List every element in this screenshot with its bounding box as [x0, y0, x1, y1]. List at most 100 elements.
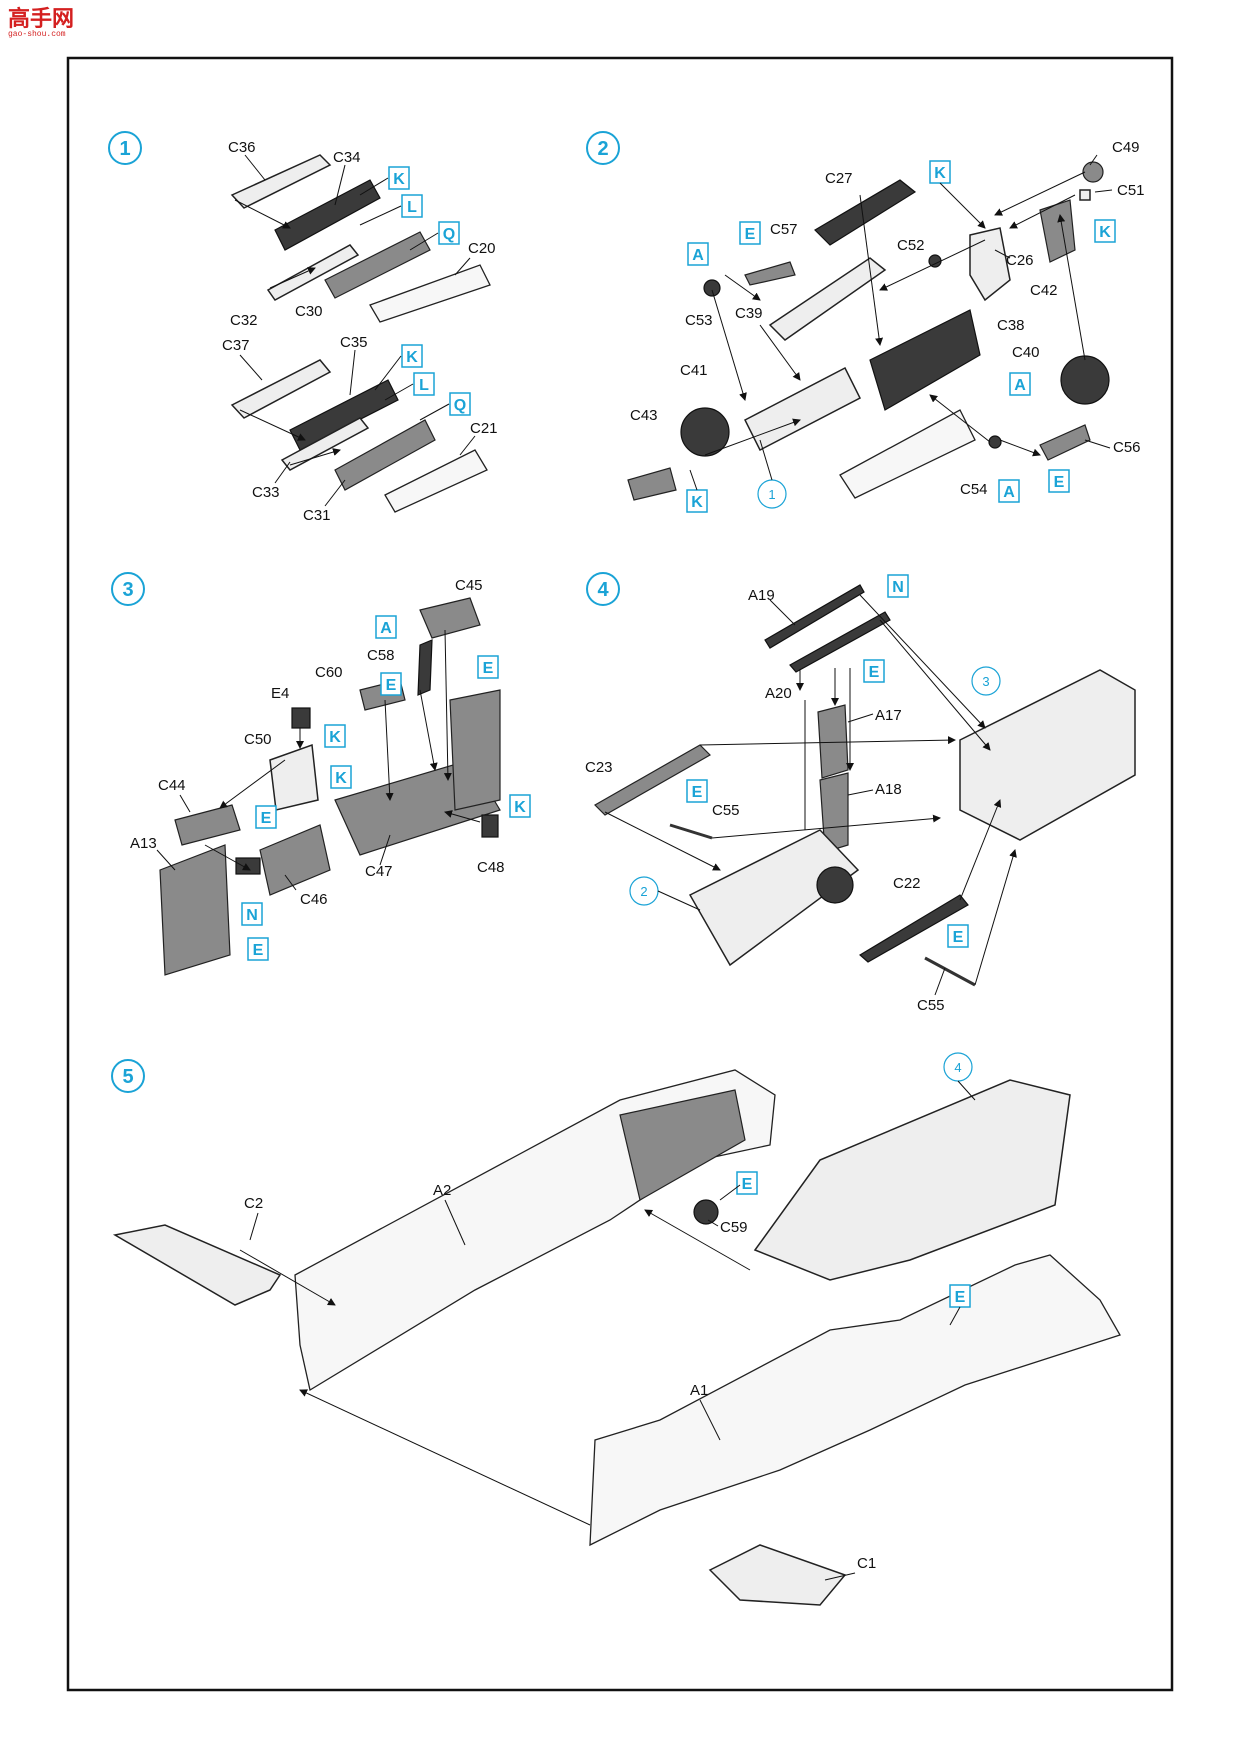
label-c27: C27 — [825, 170, 853, 187]
site-logo: 高手网 gao-shou.com — [8, 6, 74, 39]
part-cockpit-assembly — [959, 669, 1136, 841]
label-c40: C40 — [1012, 344, 1040, 361]
part-c44 — [174, 804, 241, 846]
part-c50 — [269, 743, 319, 811]
part-c41 — [680, 407, 730, 457]
label-a20: A20 — [765, 685, 792, 702]
step-2: 2 C27 C49 C51 C57 C52 C26 C42 C53 C39 C3… — [586, 131, 1145, 513]
color-code-e: E — [261, 810, 272, 827]
label-c48: C48 — [477, 859, 505, 876]
part-c38 — [869, 309, 981, 411]
color-code-k: K — [329, 729, 341, 746]
label-c60: C60 — [315, 664, 343, 681]
part-engine-block — [743, 366, 862, 452]
part-engine-sub — [839, 409, 976, 499]
label-a17: A17 — [875, 707, 902, 724]
label-c39: C39 — [735, 305, 763, 322]
label-c41: C41 — [680, 362, 708, 379]
step-5-badge — [111, 1059, 145, 1093]
part-c55-b — [924, 956, 976, 987]
part-c55-a — [669, 823, 713, 840]
part-c21 — [384, 449, 488, 513]
color-code-e: E — [692, 784, 703, 801]
color-code-k: K — [934, 165, 946, 182]
part-c39 — [768, 257, 887, 341]
sub-assembly-ref-number: 2 — [640, 884, 647, 899]
part-c51 — [1079, 189, 1091, 201]
color-code-k: K — [691, 494, 703, 511]
label-c49: C49 — [1112, 139, 1140, 156]
svg-text:gao-shou.com: gao-shou.com — [8, 30, 66, 39]
part-c42 — [1039, 199, 1076, 263]
label-c45: C45 — [455, 577, 483, 594]
color-code-e: E — [955, 1289, 966, 1306]
step-2-number: 2 — [597, 138, 608, 160]
label-c51: C51 — [1117, 182, 1145, 199]
label-c37: C37 — [222, 337, 250, 354]
color-code-e: E — [869, 664, 880, 681]
label-c46: C46 — [300, 891, 328, 908]
part-c48 — [481, 814, 499, 838]
step-5-leaders — [239, 1080, 976, 1581]
sub-assembly-ref-number: 1 — [768, 487, 775, 502]
part-c36 — [230, 154, 332, 209]
label-c22: C22 — [893, 875, 921, 892]
part-c57 — [744, 261, 796, 286]
label-c20: C20 — [468, 240, 496, 257]
label-c44: C44 — [158, 777, 186, 794]
color-code-e: E — [483, 660, 494, 677]
step-5-color-codes: E E — [736, 1171, 971, 1308]
label-c50: C50 — [244, 731, 272, 748]
step-4-labels: A19 A20 A17 A18 C23 C55 C22 C55 — [585, 587, 945, 1014]
svg-text:高手网: 高手网 — [8, 6, 74, 32]
sub-assembly-ref — [971, 666, 1001, 696]
step-4-number: 4 — [597, 579, 609, 601]
step-2-badge — [586, 131, 620, 165]
step-4: 4 A19 A20 A17 A18 C23 C55 C22 C55 N E E — [585, 572, 1136, 1014]
part-c35 — [289, 379, 399, 451]
step-5-number: 5 — [122, 1066, 133, 1088]
step-2-labels: C27 C49 C51 C57 C52 C26 C42 C53 C39 C38 … — [630, 139, 1145, 498]
step-3-leaders — [156, 629, 481, 891]
color-code-q: Q — [454, 397, 466, 414]
step-4-color-codes: N E E E — [686, 574, 969, 948]
part-engine-wheel — [816, 866, 854, 904]
color-code-e: E — [386, 677, 397, 694]
label-c38: C38 — [997, 317, 1025, 334]
part-c58 — [417, 639, 433, 696]
step-2-color-codes: K E A K K A A E — [686, 160, 1116, 513]
color-code-l: L — [407, 199, 417, 216]
color-code-k: K — [406, 349, 418, 366]
label-c33: C33 — [252, 484, 280, 501]
step-3-badge — [111, 572, 145, 606]
color-code-k: K — [514, 799, 526, 816]
sub-assembly-ref-number: 4 — [954, 1060, 961, 1075]
label-c53: C53 — [685, 312, 713, 329]
label-c30: C30 — [295, 303, 323, 320]
step-5: 5 C2 A2 C59 A1 C1 E E 4 — [111, 1052, 1121, 1606]
label-c56: C56 — [1113, 439, 1141, 456]
part-c22 — [858, 894, 969, 963]
label-c34: C34 — [333, 149, 361, 166]
label-c55: C55 — [712, 802, 740, 819]
label-c31: C31 — [303, 507, 331, 524]
step-4-leaders — [604, 594, 1017, 996]
part-c2 — [112, 1224, 282, 1306]
part-c56 — [1039, 424, 1091, 461]
part-c53 — [703, 279, 721, 297]
part-c23 — [594, 744, 711, 816]
step-1: 1 C36 C34 C32 C30 C20 C37 C35 C33 C31 C2… — [108, 131, 498, 524]
step-1-color-codes: K L Q K L Q — [388, 166, 471, 416]
label-c23: C23 — [585, 759, 613, 776]
step-3: 3 C45 C58 C60 E4 C50 C44 A13 C46 C47 C48… — [111, 572, 531, 976]
step-1-badge — [108, 131, 142, 165]
label-c32: C32 — [230, 312, 258, 329]
part-c30 — [324, 231, 431, 299]
color-code-a: A — [1003, 484, 1015, 501]
part-c47-back — [449, 689, 501, 811]
part-a20 — [789, 611, 891, 673]
page-frame — [66, 56, 1174, 1692]
part-engine-assembly — [688, 829, 860, 967]
part-c40 — [1060, 355, 1110, 405]
